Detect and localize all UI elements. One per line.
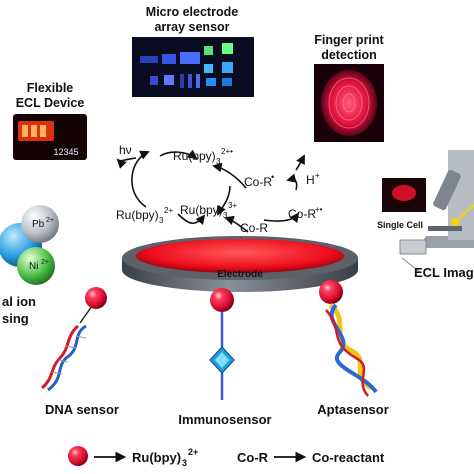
electrode-label: Electrode [217,269,263,280]
finger-print-title-line2: detection [321,48,377,62]
hv-label: hν [119,143,132,157]
svg-text:2+•: 2+• [221,147,233,156]
svg-text:3: 3 [216,157,221,166]
flexible-ecl-display: 12345 [53,147,78,157]
legend-ru-label: Ru(bpy) 3 2+ [132,447,198,468]
electrode-disc: Electrode [122,236,358,292]
fingerprint-image [314,64,384,142]
flexible-ecl-device-image: 12345 [13,114,87,160]
svg-text:Co-R: Co-R [288,207,316,221]
immunosensor-illustration [209,288,235,400]
aptasensor-illustration [319,280,378,397]
mechanism-arrows [116,149,305,233]
metal-ion-title-line2: sing [2,311,29,326]
svg-text:3+: 3+ [228,201,237,210]
single-cell-label: Single Cell [377,220,423,230]
co-r-radical-top-label: Co-R • [244,172,274,189]
ecl-imaging-title: ECL Imag [414,265,474,280]
microscope-illustration [382,150,474,273]
svg-text:•: • [271,172,274,182]
ru-left-label: Ru(bpy) 3 2+ [116,206,173,225]
svg-text:+•: +• [315,205,323,214]
svg-text:Ru(bpy): Ru(bpy) [116,208,159,222]
svg-text:Ru(bpy): Ru(bpy) [173,149,216,163]
co-r-label: Co-R [240,221,268,235]
svg-text:Ru(bpy): Ru(bpy) [180,203,223,217]
pb-ion-label: Pb 2+ [32,217,54,230]
micro-electrode-array-image [132,37,254,97]
svg-text:Pb: Pb [32,219,45,230]
co-r-radical-right-label: Co-R +• [288,205,323,221]
dna-sensor-illustration [40,287,107,392]
svg-text:3: 3 [182,458,187,468]
ru-top-label: Ru(bpy) 3 2+• [173,147,233,166]
svg-text:2+: 2+ [188,447,198,457]
flexible-ecl-title-line2: ECL Device [16,96,85,110]
finger-print-title-line1: Finger print [314,33,384,47]
svg-text:Ru(bpy): Ru(bpy) [132,450,181,465]
ni-ion-label: Ni 2+ [29,259,49,272]
svg-text:2+: 2+ [41,259,49,266]
svg-text:3: 3 [159,216,164,225]
micro-electrode-title-line2: array sensor [154,20,229,34]
svg-text:+: + [315,171,320,180]
svg-text:2+: 2+ [46,217,54,224]
metal-ion-spheres [0,205,59,285]
metal-ion-title-line1: al ion [2,294,36,309]
svg-text:2+: 2+ [164,206,173,215]
aptasensor-label: Aptasensor [317,402,389,417]
svg-text:Ni: Ni [29,261,38,272]
svg-text:H: H [306,173,315,187]
immunosensor-label: Immunosensor [178,412,271,427]
legend-sphere [68,446,88,466]
flexible-ecl-title-line1: Flexible [27,81,74,95]
h-plus-label: H + [306,171,320,187]
dna-sensor-label: DNA sensor [45,402,119,417]
legend: Ru(bpy) 3 2+ Co-R Co-reactant [68,446,385,468]
micro-electrode-title-line1: Micro electrode [146,5,238,19]
legend-co-r-label: Co-R [237,450,269,465]
svg-text:Co-R: Co-R [244,175,272,189]
ru-mid-label: Ru(bpy) 3 3+ [180,201,237,220]
legend-co-reactant-label: Co-reactant [312,450,385,465]
svg-text:3: 3 [223,211,228,220]
